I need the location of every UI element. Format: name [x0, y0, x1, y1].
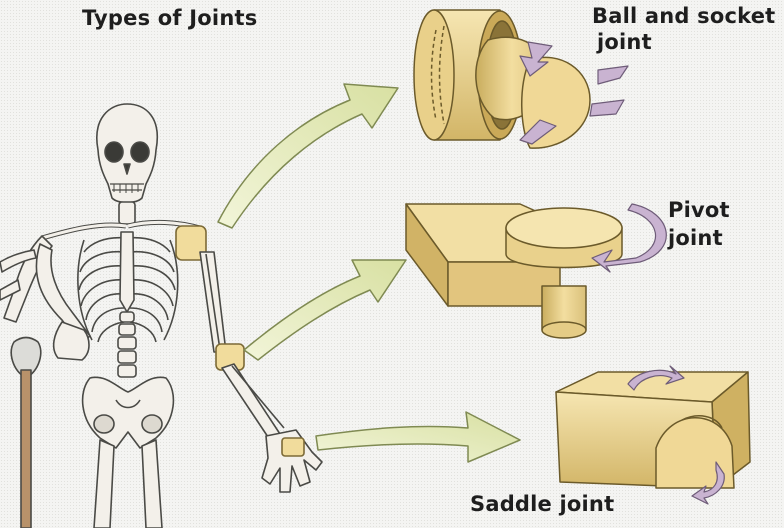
saddle-label: Saddle joint	[470, 492, 615, 516]
pivot-label-line2: joint	[668, 226, 723, 250]
diagram-title: Types of Joints	[82, 6, 258, 30]
neck-vertebrae	[118, 201, 136, 225]
left-arm	[0, 235, 91, 361]
arrow-to-ball-socket	[217, 83, 399, 229]
skull	[96, 103, 159, 204]
arrow-to-pivot	[243, 259, 407, 361]
saddle-model	[555, 371, 751, 489]
saddle-rotation-arrows	[627, 365, 725, 505]
skeleton	[0, 103, 323, 528]
sternum	[119, 231, 135, 313]
right-femur	[141, 439, 163, 528]
arrow-to-saddle	[315, 411, 521, 463]
left-femur	[93, 439, 115, 528]
ribcage	[77, 236, 179, 343]
spade-handle	[10, 336, 42, 528]
pivot-rotation-arrow	[591, 203, 667, 273]
ball-socket-rotation-arrows	[519, 41, 629, 145]
ball-and-socket-model	[413, 9, 591, 149]
pivot-model	[405, 203, 623, 339]
ball-socket-label-line1: Ball and socket	[592, 4, 776, 28]
spine	[117, 311, 137, 378]
right-arm	[175, 225, 323, 493]
ball-socket-label-line2: joint	[597, 30, 652, 54]
pelvis	[81, 376, 175, 449]
pointer-arrows	[217, 83, 521, 463]
pivot-label-line1: Pivot	[668, 198, 730, 222]
